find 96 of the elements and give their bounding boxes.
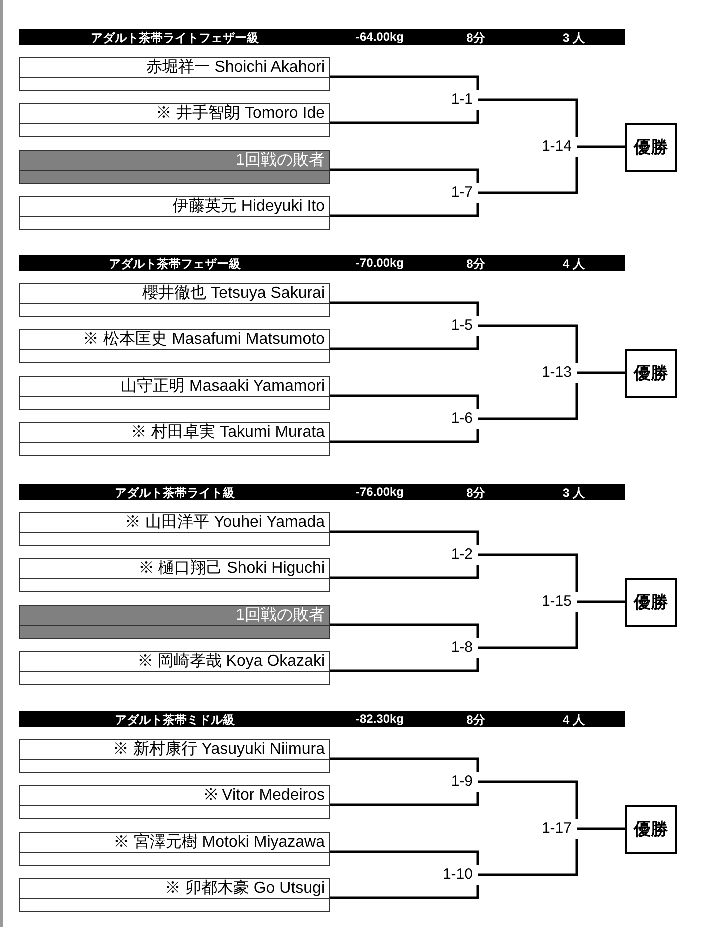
header-text: 8分 [466,30,486,47]
competitor-name: 伊藤英元 Hideyuki Ito [20,197,329,217]
competitor-box [19,651,330,685]
bracket-line [330,758,480,772]
header-text: アダルト茶帯ミドル級 [115,712,235,729]
bracket-line [478,383,578,420]
competitor-box [19,739,330,773]
bracket-line [330,624,480,638]
bracket-line [330,168,480,183]
match-number: 1-14 [525,137,577,157]
bracket-line [478,612,578,650]
bracket-line [577,372,625,374]
match-number: 1-1 [430,90,478,110]
match-number: 1-15 [525,592,577,612]
competitor-name: 山守正明 Masaaki Yamamori [20,377,329,397]
category-header-band [19,711,625,727]
competitor-box [19,832,330,866]
match-number: 1-17 [525,819,577,839]
competitor-name: ※ 卯都木豪 Go Utsugi [20,879,329,899]
competitor-name: ※ 井手智朗 Tomoro Ide [20,104,329,124]
competitor-box [19,376,330,410]
competitor-name: ※ 新村康行 Yasuyuki Niimura [20,740,329,760]
bracket-line [330,302,480,316]
bracket-line [330,530,480,545]
competitor-name: ※ 村田卓実 Takumi Murata [20,423,329,443]
match-number: 1-2 [430,545,478,565]
match-number: 1-7 [430,183,478,203]
header-text: 3 人 [563,485,585,502]
match-number: 1-9 [430,772,478,792]
winner-box: 優勝 [625,805,677,854]
competitor-name: 1回戦の敗者 [20,151,329,171]
bracket-line [577,828,625,830]
competitor-name: ※ 山田洋平 Youhei Yamada [20,513,329,533]
match-number: 1-5 [430,316,478,336]
competitor-box [19,785,330,819]
header-text: -76.00kg [356,485,404,499]
header-text: アダルト茶帯ライト級 [115,485,235,502]
bracket-line [330,792,480,806]
bracket-line [478,157,578,194]
bracket-line [330,110,480,124]
header-text: 8分 [466,485,486,502]
header-text: 8分 [466,712,486,729]
competitor-box [19,329,330,363]
competitor-box [19,283,330,317]
bracket-line [330,429,480,444]
competitor-box [19,558,330,592]
bracket-line [478,554,578,592]
category-header-band [19,255,625,271]
match-number: 1-6 [430,409,478,429]
header-text: 4 人 [563,256,585,273]
header-text: アダルト茶帯フェザー級 [109,256,241,273]
header-text: -64.00kg [356,30,404,44]
bracket-line [478,324,578,363]
competitor-box [19,150,330,184]
competitor-box [19,196,330,230]
competitor-box [19,878,330,912]
bracket-line [330,203,480,218]
competitor-box [19,422,330,456]
header-text: 8分 [466,256,486,273]
competitor-name: 1回戦の敗者 [20,606,329,626]
bracket-line [478,839,578,876]
match-number: 1-13 [525,363,577,383]
match-number: 1-8 [430,638,478,658]
winner-box: 優勝 [625,123,677,172]
bracket-line [330,658,480,672]
competitor-name: ※ 松本匡史 Masafumi Matsumoto [20,330,329,350]
bracket-line [478,780,578,819]
winner-box: 優勝 [625,349,677,398]
competitor-name: ※ 岡崎孝哉 Koya Okazaki [20,652,329,672]
bracket-line [330,850,480,865]
competitor-box [19,512,330,546]
competitor-name: 赤堀祥一 Shoichi Akahori [20,58,329,78]
category-header-band [19,484,625,500]
competitor-name: ※ 宮澤元樹 Motoki Miyazawa [20,833,329,853]
competitor-box [19,605,330,639]
bracket-line [330,885,480,900]
match-number: 1-10 [430,865,478,885]
bracket-line [330,565,480,580]
bracket-line [330,336,480,350]
competitor-name: 櫻井徹也 Tetsuya Sakurai [20,284,329,304]
header-text: アダルト茶帯ライトフェザー級 [91,30,259,47]
winner-box: 優勝 [625,578,677,627]
category-header-band [19,29,625,45]
header-text: -70.00kg [356,256,404,270]
header-text: -82.30kg [356,712,404,726]
header-text: 4 人 [563,712,585,729]
competitor-name: ※ 樋口翔己 Shoki Higuchi [20,559,329,579]
bracket-line [330,76,480,90]
header-text: 3 人 [563,30,585,47]
bracket-line [330,394,480,409]
bracket-line [478,98,578,137]
competitor-name: ※ Vitor Medeiros [20,786,329,806]
competitor-box [19,57,330,91]
bracket-line [577,146,625,148]
bracket-line [577,600,625,604]
competitor-box [19,103,330,137]
